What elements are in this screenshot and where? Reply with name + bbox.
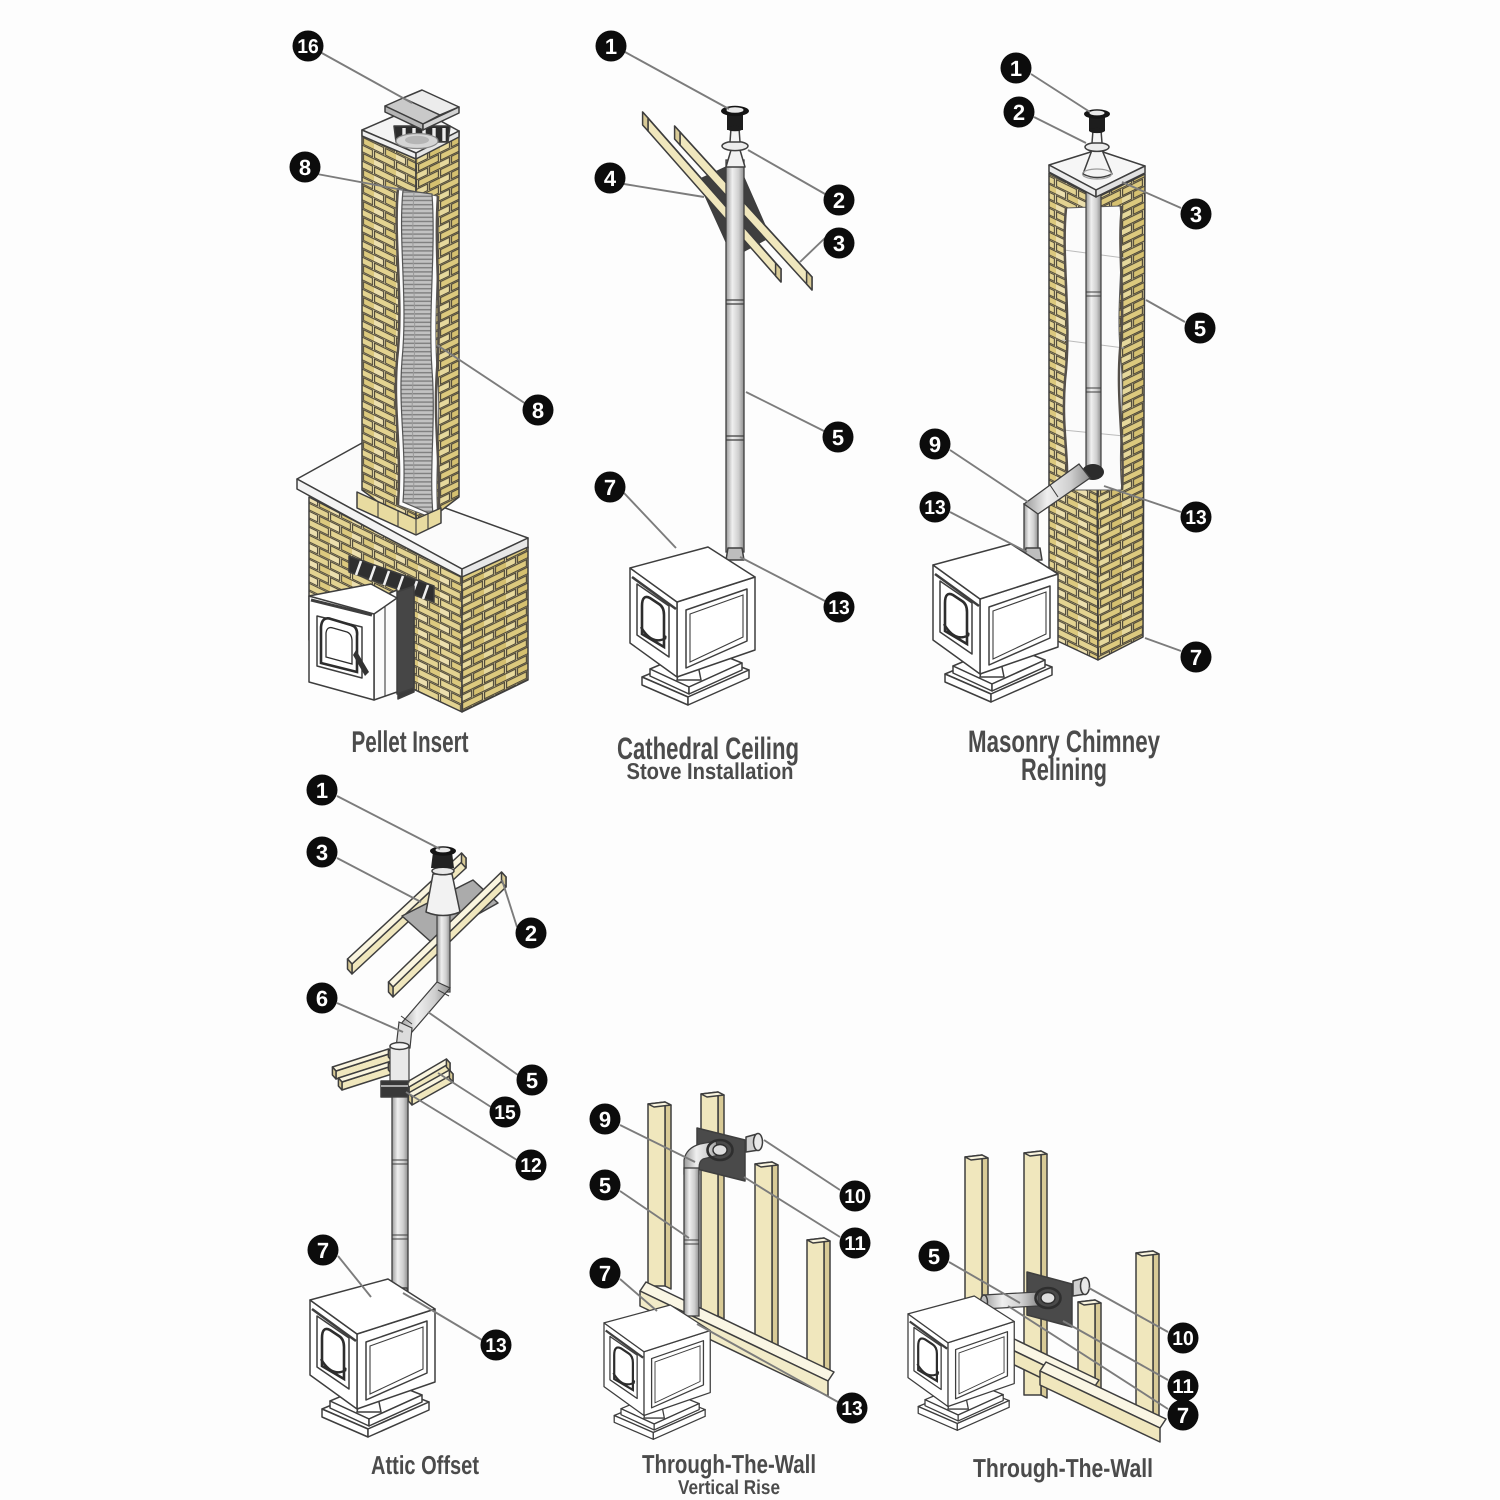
svg-text:10: 10 bbox=[1172, 1328, 1194, 1350]
svg-text:13: 13 bbox=[1185, 507, 1207, 529]
svg-text:Vertical Rise: Vertical Rise bbox=[678, 1477, 780, 1499]
svg-text:13: 13 bbox=[924, 497, 946, 519]
svg-text:7: 7 bbox=[1190, 645, 1202, 670]
svg-text:5: 5 bbox=[1194, 316, 1206, 341]
svg-text:4: 4 bbox=[604, 166, 617, 191]
svg-text:Relining: Relining bbox=[1021, 752, 1107, 787]
svg-text:10: 10 bbox=[844, 1186, 866, 1208]
svg-text:Through-The-Wall: Through-The-Wall bbox=[973, 1453, 1153, 1483]
svg-text:9: 9 bbox=[929, 432, 941, 457]
svg-text:15: 15 bbox=[494, 1102, 516, 1124]
svg-text:5: 5 bbox=[526, 1068, 538, 1093]
svg-text:11: 11 bbox=[1172, 1376, 1194, 1398]
svg-text:11: 11 bbox=[844, 1233, 866, 1255]
svg-text:7: 7 bbox=[317, 1238, 329, 1263]
svg-text:1: 1 bbox=[1010, 56, 1022, 81]
svg-text:8: 8 bbox=[299, 155, 311, 180]
svg-text:9: 9 bbox=[599, 1107, 611, 1132]
svg-text:Pellet Insert: Pellet Insert bbox=[352, 726, 469, 759]
svg-text:Attic Offset: Attic Offset bbox=[371, 1450, 479, 1480]
svg-text:5: 5 bbox=[832, 425, 844, 450]
svg-text:3: 3 bbox=[833, 231, 845, 256]
svg-text:16: 16 bbox=[297, 36, 319, 58]
svg-text:2: 2 bbox=[525, 921, 537, 946]
svg-text:5: 5 bbox=[599, 1173, 611, 1198]
svg-text:1: 1 bbox=[605, 34, 617, 59]
svg-text:6: 6 bbox=[316, 986, 328, 1011]
svg-text:Cathedral Ceiling: Cathedral Ceiling bbox=[617, 731, 799, 766]
svg-text:7: 7 bbox=[599, 1261, 611, 1286]
svg-text:3: 3 bbox=[316, 840, 328, 865]
svg-text:13: 13 bbox=[828, 597, 850, 619]
svg-text:8: 8 bbox=[532, 398, 544, 423]
svg-text:1: 1 bbox=[316, 778, 328, 803]
svg-text:5: 5 bbox=[928, 1244, 940, 1269]
svg-text:13: 13 bbox=[485, 1335, 507, 1357]
svg-text:2: 2 bbox=[1013, 100, 1025, 125]
svg-text:12: 12 bbox=[520, 1155, 542, 1177]
svg-text:Masonry Chimney: Masonry Chimney bbox=[968, 724, 1161, 759]
svg-text:Stove Installation: Stove Installation bbox=[627, 758, 794, 784]
svg-text:13: 13 bbox=[841, 1398, 863, 1420]
svg-text:Through-The-Wall: Through-The-Wall bbox=[642, 1449, 816, 1479]
svg-text:7: 7 bbox=[1177, 1403, 1189, 1428]
svg-text:2: 2 bbox=[833, 188, 845, 213]
svg-text:3: 3 bbox=[1190, 202, 1202, 227]
svg-text:7: 7 bbox=[604, 475, 616, 500]
